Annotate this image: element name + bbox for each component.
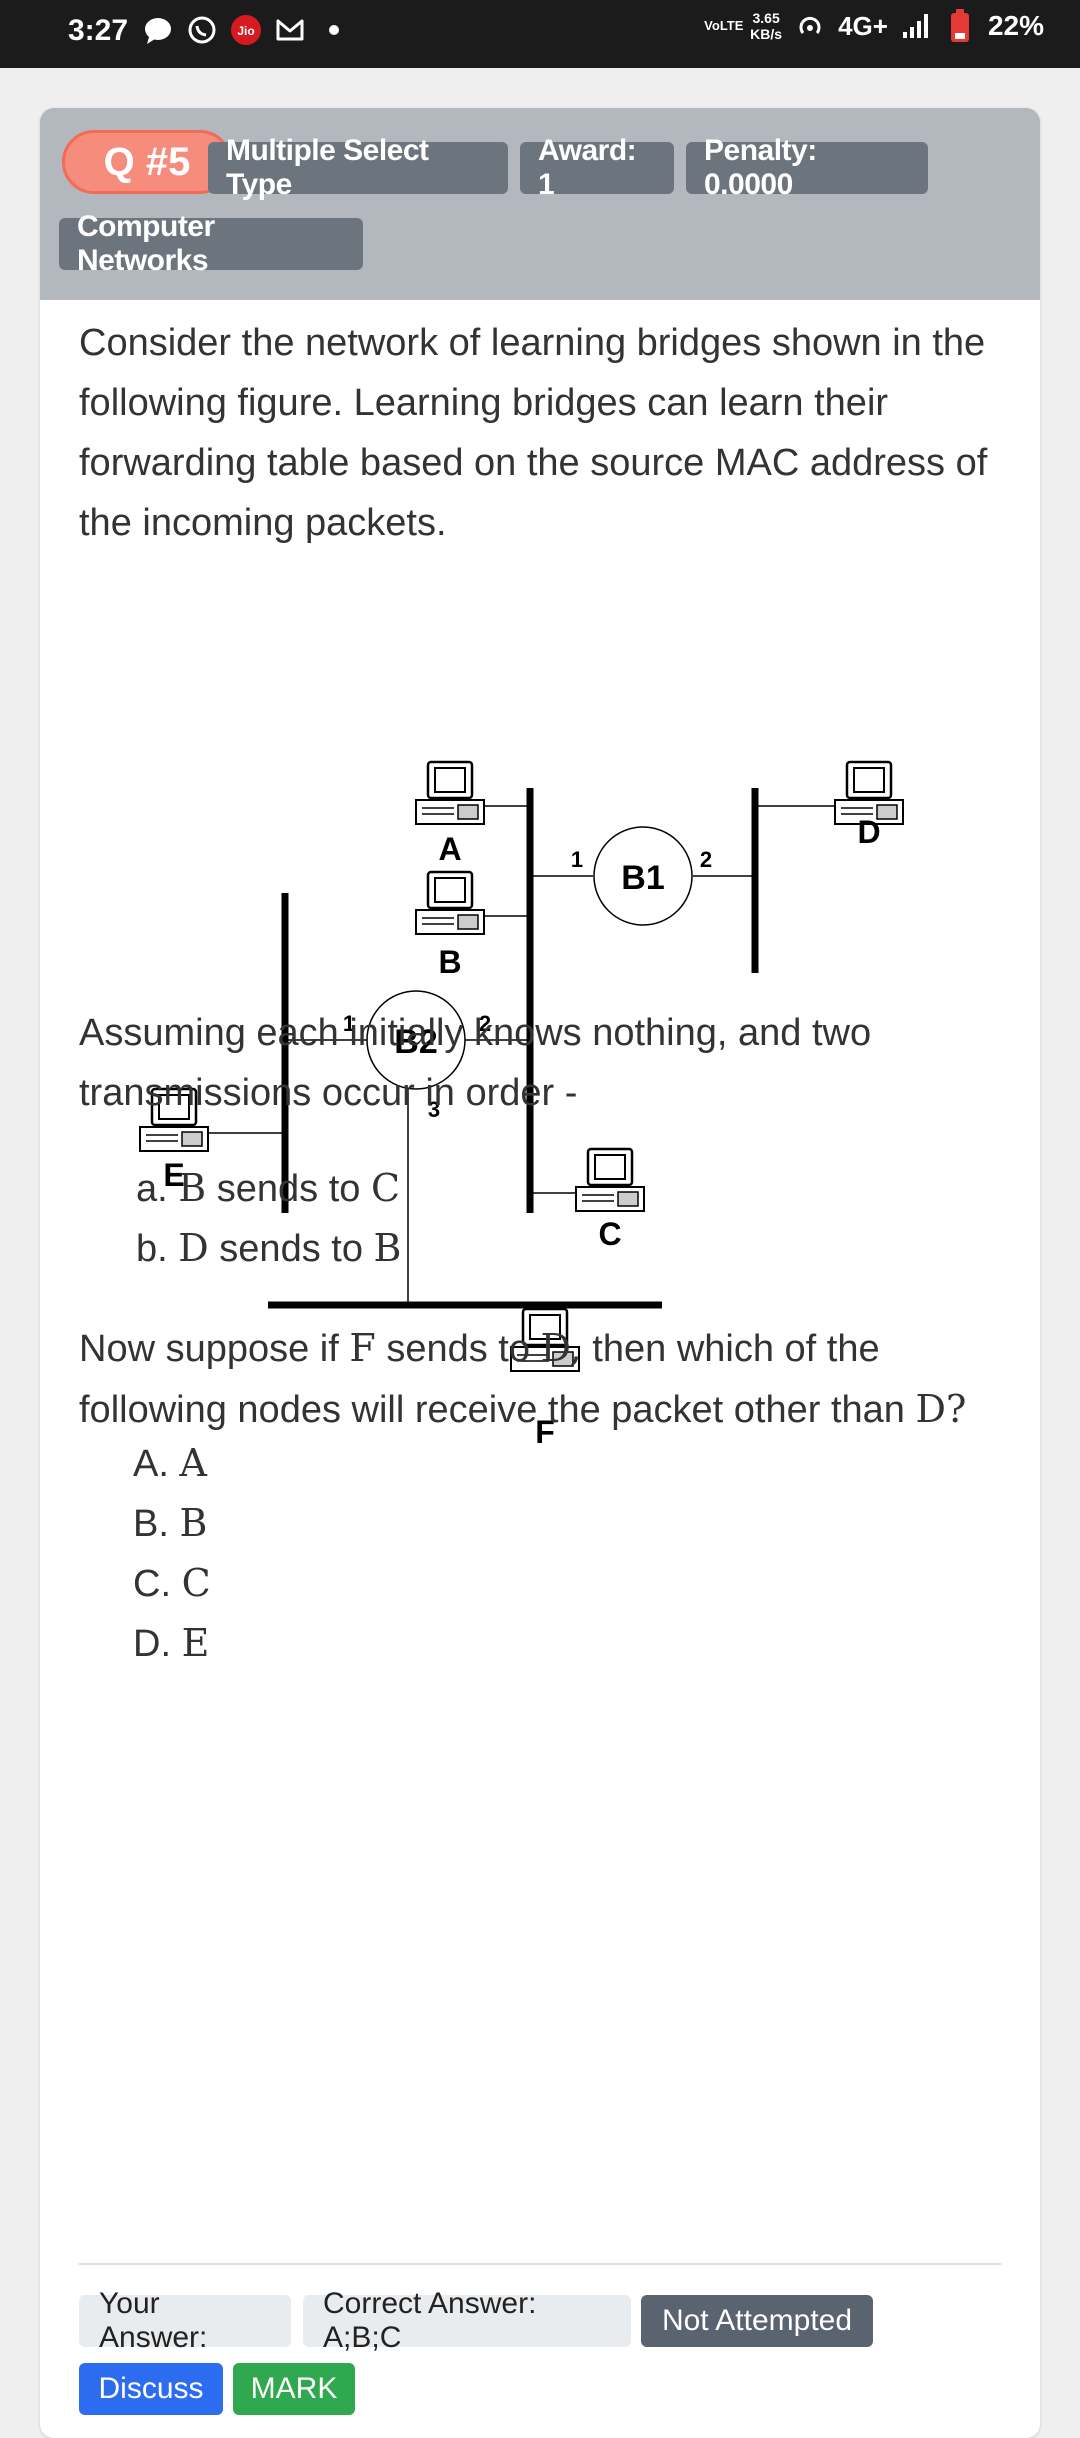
penalty-badge: Penalty: 0.0000 (686, 134, 928, 201)
prompt-node-d: D, (540, 1326, 582, 1370)
computer-icon-b (415, 870, 485, 935)
status-bar: 3:27 Jio VoLTE 3.65 KB/s 4G+ (0, 0, 1080, 68)
jio-icon: Jio (230, 14, 262, 46)
transmission-b-to: B (373, 1226, 402, 1270)
transmission-a: a. B sends to C (136, 1158, 400, 1219)
net-speed-unit: KB/s (750, 26, 783, 42)
award-badge: Award: 1 (520, 134, 674, 201)
option-d[interactable]: D. E (133, 1613, 209, 1674)
your-answer-badge: Your Answer: (79, 2287, 291, 2354)
bridge-label-b1: B1 (621, 859, 664, 897)
signal-icon (900, 10, 932, 42)
prompt-node-f: F (349, 1326, 376, 1370)
option-c[interactable]: C. C (133, 1553, 211, 1614)
option-a-value: A (179, 1441, 207, 1485)
net-speed-value: 3.65 (752, 10, 780, 26)
prompt-before: Now suppose if (79, 1328, 339, 1370)
question-type-badge: Multiple Select Type (208, 134, 508, 201)
option-d-label: D. (133, 1623, 171, 1665)
option-a[interactable]: A. A (133, 1433, 207, 1494)
question-prompt: Now suppose if F sends to D, then which … (79, 1318, 1009, 1440)
host-label-a: A (438, 831, 461, 867)
network-diagram: A B C D E F B1 B2 1 2 1 2 3 (139, 760, 904, 1450)
bridge-b1 (593, 826, 693, 926)
bridge-label-b2: B2 (394, 1023, 437, 1061)
option-a-label: A. (133, 1443, 169, 1485)
host-label-f: F (535, 1414, 555, 1450)
b2-port-2: 2 (479, 1011, 491, 1036)
gmail-icon (274, 14, 306, 46)
transmission-a-prefix: a. (136, 1168, 168, 1210)
network-type: 4G+ (838, 10, 888, 41)
computer-icon-f (510, 1307, 580, 1372)
dot-icon (318, 14, 350, 46)
option-b-value: B (179, 1501, 208, 1545)
transmission-a-verb: sends to (216, 1168, 361, 1210)
prompt-end: D? (915, 1387, 967, 1431)
option-c-label: C. (133, 1563, 171, 1605)
host-label-d: D (857, 814, 880, 850)
transmission-a-to: C (370, 1166, 401, 1210)
transmission-b-verb: sends to (219, 1228, 363, 1270)
host-label-c: C (598, 1216, 621, 1252)
mark-button[interactable]: MARK (233, 2363, 355, 2415)
jio-badge-text: Jio (237, 24, 254, 38)
prompt-middle: sends to (386, 1328, 530, 1370)
battery-icon (944, 9, 976, 42)
b2-port-3: 3 (428, 1097, 440, 1122)
transmission-b: b. D sends to B (136, 1218, 401, 1279)
option-b[interactable]: B. B (133, 1493, 207, 1554)
computer-icon-e (139, 1087, 209, 1152)
b1-port-2: 2 (700, 847, 712, 872)
option-d-value: E (181, 1621, 210, 1665)
assumption-text: Assuming each initially knows nothing, a… (79, 1012, 872, 1114)
subject-badge: Computer Networks (59, 210, 363, 277)
bridge-b2 (366, 990, 466, 1090)
volte-indicator: VoLTE (704, 18, 744, 33)
transmission-b-from: D (178, 1226, 209, 1270)
battery-percent: 22% (987, 10, 1044, 41)
status-time: 3:27 (68, 14, 129, 47)
status-badge: Not Attempted (641, 2295, 873, 2347)
net-speed: 3.65 KB/s (750, 10, 782, 42)
question-intro: Consider the network of learning bridges… (79, 322, 988, 544)
option-c-value: C (181, 1561, 211, 1605)
transmission-a-from: B (178, 1166, 207, 1210)
question-header: Q #5 Multiple Select Type Award: 1 Penal… (40, 108, 1040, 300)
correct-answer-badge: Correct Answer: A;B;C (303, 2287, 631, 2354)
hotspot-icon (794, 10, 826, 42)
footer-divider (79, 2263, 1001, 2265)
b2-port-1: 1 (343, 1011, 355, 1036)
question-number-badge: Q #5 (62, 130, 232, 194)
host-label-e: E (163, 1157, 184, 1193)
question-card: Q #5 Multiple Select Type Award: 1 Penal… (40, 108, 1040, 2438)
computer-icon-d (834, 760, 904, 825)
whatsapp-icon (186, 14, 218, 46)
computer-icon-c (575, 1147, 645, 1212)
chat-bubble-icon (142, 14, 174, 46)
transmission-b-prefix: b. (136, 1228, 168, 1270)
computer-icon-a (415, 760, 485, 825)
option-b-label: B. (133, 1503, 169, 1545)
host-label-b: B (438, 944, 461, 980)
b1-port-1: 1 (571, 847, 583, 872)
prompt-after: then which of the following nodes will r… (79, 1328, 905, 1431)
discuss-button[interactable]: Discuss (79, 2363, 223, 2415)
